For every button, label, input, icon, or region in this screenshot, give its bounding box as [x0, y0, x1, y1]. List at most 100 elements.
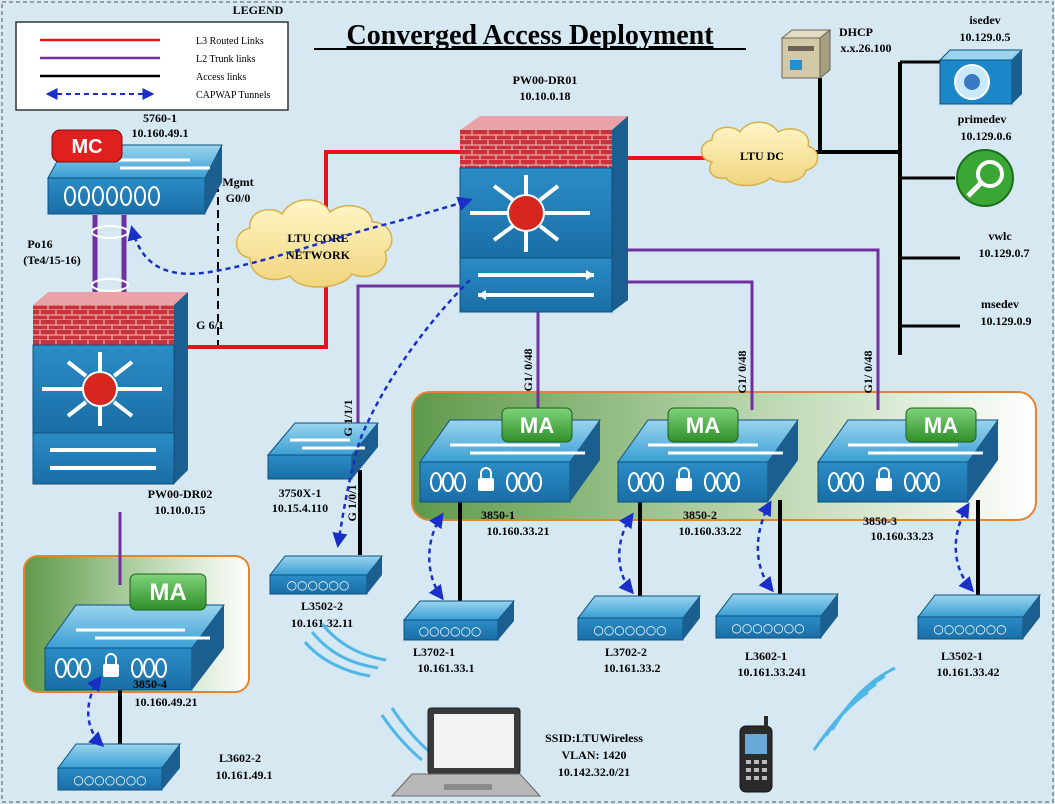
- s3750-ip: 10.15.4.110: [272, 501, 328, 515]
- cloud-ltu-core-network: LTU CORE NETWORK: [235, 199, 393, 288]
- vwlc-name: vwlc: [988, 229, 1012, 243]
- dr02-name: PW00-DR02: [148, 487, 213, 501]
- ap-l3502-2-name: L3502-2: [301, 599, 343, 613]
- msedev-ip: 10.129.0.9: [981, 314, 1032, 328]
- ssid-line3: 10.142.32.0/21: [558, 765, 630, 779]
- ap-l3602-1[interactable]: ○○○○○○○: [714, 593, 840, 639]
- mc-badge: MC: [51, 129, 123, 163]
- ap-l3702-2-ip: 10.161.33.2: [604, 661, 661, 675]
- ap-l3502-1-name: L3502-1: [941, 649, 983, 663]
- g111-label: G 1/1/1: [341, 399, 355, 436]
- mgmt-port-label: G0/0: [226, 191, 251, 205]
- po16-label: Po16: [27, 237, 52, 251]
- svg-text:○○○○○○: ○○○○○○: [287, 578, 350, 592]
- cloud-core-line2: NETWORK: [286, 248, 351, 262]
- s3850-2-name: 3850-2: [683, 508, 717, 522]
- ap-l3502-1-ip: 10.161.33.42: [937, 665, 1000, 679]
- mobile-phone-icon[interactable]: [739, 716, 773, 793]
- svg-text:○○○○○○○: ○○○○○○○: [933, 622, 1006, 636]
- s5760-ip: 10.160.49.1: [132, 126, 189, 140]
- primedev-server-icon[interactable]: [956, 149, 1014, 207]
- wireless-waves-left: [303, 623, 431, 762]
- mc-badge-label: MC: [71, 136, 102, 158]
- svg-text:○○○○○○○: ○○○○○○○: [73, 773, 146, 787]
- switch-3850-4[interactable]: [44, 604, 225, 691]
- g101-label: G 1/0/1: [345, 484, 359, 521]
- ma-badge-1-label: MA: [520, 413, 554, 438]
- ap-l3702-1-ip: 10.161.33.1: [418, 661, 475, 675]
- mgmt-label: Mgmt: [222, 175, 253, 189]
- legend-item-2: Access links: [196, 72, 246, 83]
- legend-item-1: L2 Trunk links: [196, 54, 256, 65]
- dhcp-name: DHCP: [839, 25, 873, 39]
- ma-badge-1: MA: [501, 407, 573, 443]
- ma-badge-4-label: MA: [149, 579, 186, 606]
- legend-heading: LEGEND: [233, 3, 284, 17]
- ma-badge-2: MA: [667, 407, 739, 443]
- ssid-line2: VLAN: 1420: [562, 748, 627, 762]
- ap-l3702-1[interactable]: ○○○○○○: [402, 600, 516, 641]
- dhcp-ip: x.x.26.100: [841, 41, 892, 55]
- l2-trunk-links: [92, 215, 880, 585]
- ap-l3502-2[interactable]: ○○○○○○: [268, 555, 384, 595]
- ap-l3602-2-name: L3602-2: [219, 751, 261, 765]
- po16-ports-label: (Te4/15-16): [23, 253, 81, 267]
- ap-l3702-1-name: L3702-1: [413, 645, 455, 659]
- svg-text:○○○○○○○: ○○○○○○○: [593, 623, 666, 637]
- legend: LEGEND L3 Routed Links L2 Trunk links Ac…: [15, 3, 289, 111]
- core-switch-dr02[interactable]: [32, 292, 188, 485]
- legend-item-0: L3 Routed Links: [196, 36, 264, 47]
- ap-l3502-2-ip: 10.161.32.11: [291, 616, 353, 630]
- legend-item-3: CAPWAP Tunnels: [196, 90, 270, 101]
- s3850-4-ip: 10.160.49.21: [135, 695, 198, 709]
- s3850-3-ip: 10.160.33.23: [871, 529, 934, 543]
- primedev-name: primedev: [958, 112, 1007, 126]
- wireless-waves-right: [812, 666, 896, 751]
- isedev-name: isedev: [969, 13, 1000, 27]
- g1048-label-2: G1/ 0/48: [735, 350, 749, 393]
- s3850-1-name: 3850-1: [481, 508, 515, 522]
- laptop-icon[interactable]: [390, 707, 542, 797]
- ma-badge-3: MA: [905, 407, 977, 443]
- ma-badge-2-label: MA: [686, 413, 720, 438]
- s3850-3-name: 3850-3: [863, 514, 897, 528]
- switch-3750x-1[interactable]: [266, 422, 380, 480]
- svg-text:○○○○○○○: ○○○○○○○: [731, 621, 804, 635]
- ap-l3602-1-ip: 10.161.33.241: [738, 665, 807, 679]
- msedev-name: msedev: [981, 297, 1019, 311]
- g61-label: G 6/1: [196, 318, 224, 332]
- g1048-label-1: G1/ 0/48: [521, 348, 535, 391]
- ma-badge-3-label: MA: [924, 413, 958, 438]
- s3850-2-ip: 10.160.33.22: [679, 524, 742, 538]
- s3850-4-name: 3850-4: [133, 677, 167, 691]
- access-links: [118, 60, 980, 746]
- ap-l3602-1-name: L3602-1: [745, 649, 787, 663]
- ap-l3502-1[interactable]: ○○○○○○○: [916, 594, 1042, 640]
- ap-l3702-2-name: L3702-2: [605, 645, 647, 659]
- isedev-server-icon[interactable]: [938, 49, 1024, 105]
- ap-l3702-2[interactable]: ○○○○○○○: [576, 595, 702, 641]
- po16-ring-bottom: [91, 278, 129, 292]
- ap-l3602-2[interactable]: ○○○○○○○: [57, 743, 181, 791]
- s3750-name: 3750X-1: [279, 486, 322, 500]
- primedev-ip: 10.129.0.6: [961, 129, 1012, 143]
- s5760-name: 5760-1: [143, 111, 177, 125]
- dhcp-server-icon[interactable]: [780, 28, 832, 80]
- g1048-label-3: G1/ 0/48: [861, 350, 875, 393]
- svg-text:○○○○○○: ○○○○○○: [419, 624, 482, 638]
- core-switch-dr01[interactable]: [459, 116, 628, 313]
- diagram-title: Converged Access Deployment: [346, 20, 714, 51]
- dr02-ip: 10.10.0.15: [155, 503, 206, 517]
- capwap-tunnels: [86, 196, 974, 748]
- vwlc-ip: 10.129.0.7: [979, 246, 1030, 260]
- dr01-name: PW00-DR01: [513, 73, 578, 87]
- s3850-1-ip: 10.160.33.21: [487, 524, 550, 538]
- cloud-dc-label: LTU DC: [740, 149, 784, 163]
- dr01-ip: 10.10.0.18: [520, 89, 571, 103]
- cloud-ltu-dc: LTU DC: [700, 121, 819, 187]
- isedev-ip: 10.129.0.5: [960, 30, 1011, 44]
- ma-badge-4: MA: [129, 573, 207, 611]
- ap-l3602-2-ip: 10.161.49.1: [216, 768, 273, 782]
